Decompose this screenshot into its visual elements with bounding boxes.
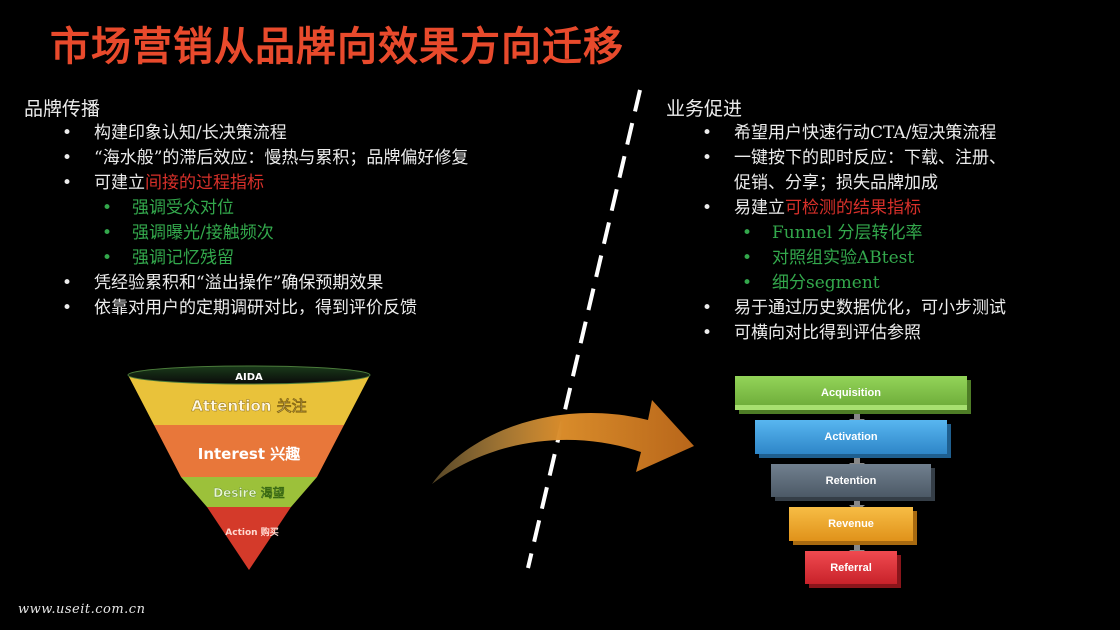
bullet-text: 对照组实验ABtest <box>772 248 915 268</box>
aarrr-step-acquisition: Acquisition <box>735 376 967 410</box>
aida-layer-interest <box>154 425 344 477</box>
aida-label-action: Action 购买 <box>225 526 278 538</box>
bullet-text: 一键按下的即时反应：下载、注册、 <box>734 148 1006 168</box>
page-title: 市场营销从品牌向效果方向迁移 <box>50 24 624 70</box>
aarrr-step-referral: Referral <box>805 551 897 584</box>
aida-layer-action <box>207 507 291 570</box>
aarrr-step-activation: Activation <box>755 420 947 454</box>
aida-top-label: AIDA <box>235 372 263 383</box>
sub-bullet-item: 强调记忆残留 <box>62 246 468 271</box>
right-bullet-list: 希望用户快速行动CTA/短决策流程一键按下的即时反应：下载、注册、促销、分享；损… <box>702 121 1006 346</box>
sub-bullet-item: Funnel 分层转化率 <box>702 221 1006 246</box>
bullet-text: “海水般”的滞后效应：慢热与累积；品牌偏好修复 <box>94 148 469 168</box>
sub-bullet-item: 强调曝光/接触频次 <box>62 221 468 246</box>
bullet-text: 强调曝光/接触频次 <box>132 223 274 243</box>
aida-label-desire: Desire 渴望 <box>213 485 285 500</box>
left-heading: 品牌传播 <box>24 98 101 120</box>
sub-bullet-item: 对照组实验ABtest <box>702 246 1006 271</box>
right-heading: 业务促进 <box>666 98 743 120</box>
bullet-item: “海水般”的滞后效应：慢热与累积；品牌偏好修复 <box>62 146 468 171</box>
bullet-text: 构建印象认知/长决策流程 <box>94 123 287 143</box>
bullet-text: 凭经验累积和“溢出操作”确保预期效果 <box>94 273 384 293</box>
bullet-item: 希望用户快速行动CTA/短决策流程 <box>702 121 1006 146</box>
bullet-text: 可建立 <box>94 173 145 193</box>
aida-label-interest: Interest 兴趣 <box>198 445 301 463</box>
bullet-item: 促销、分享；损失品牌加成 <box>702 171 1006 196</box>
aida-layer-attention <box>128 375 370 425</box>
bullet-text: 依靠对用户的定期调研对比，得到评价反馈 <box>94 298 417 318</box>
bullet-item: 可建立间接的过程指标 <box>62 171 468 196</box>
footer-url: www.useit.com.cn <box>18 602 146 617</box>
aida-funnel: AIDA Attention 关注 Interest 兴趣 Desire 渴望 … <box>127 365 371 570</box>
bullet-text: 希望用户快速行动CTA/短决策流程 <box>734 123 997 143</box>
bullet-text: 强调记忆残留 <box>132 248 234 268</box>
bullet-item: 构建印象认知/长决策流程 <box>62 121 468 146</box>
aarrr-step-retention: Retention <box>771 464 931 497</box>
bullet-item: 易建立可检测的结果指标 <box>702 196 1006 221</box>
bullet-item: 可横向对比得到评估参照 <box>702 321 1006 346</box>
sub-bullet-item: 强调受众对位 <box>62 196 468 221</box>
left-bullet-list: 构建印象认知/长决策流程“海水般”的滞后效应：慢热与累积；品牌偏好修复可建立间接… <box>62 121 468 321</box>
aida-layer-desire <box>181 477 317 507</box>
aida-label-attention: Attention 关注 <box>191 397 306 415</box>
bullet-text: 易建立 <box>734 198 785 218</box>
bullet-text: 细分segment <box>772 273 880 293</box>
bullet-text: Funnel 分层转化率 <box>772 223 923 243</box>
sub-bullet-item: 细分segment <box>702 271 1006 296</box>
bullet-item: 一键按下的即时反应：下载、注册、 <box>702 146 1006 171</box>
bullet-text: 强调受众对位 <box>132 198 234 218</box>
highlight-text: 可检测的结果指标 <box>785 198 921 218</box>
bullet-text: 促销、分享；损失品牌加成 <box>734 173 938 193</box>
bullet-item: 凭经验累积和“溢出操作”确保预期效果 <box>62 271 468 296</box>
bullet-item: 依靠对用户的定期调研对比，得到评价反馈 <box>62 296 468 321</box>
highlight-text: 间接的过程指标 <box>145 173 264 193</box>
aida-funnel-top <box>127 365 371 385</box>
bullet-text: 易于通过历史数据优化，可小步测试 <box>734 298 1006 318</box>
bullet-text: 可横向对比得到评估参照 <box>734 323 921 343</box>
aarrr-step-revenue: Revenue <box>789 507 913 541</box>
transition-arrow-icon <box>432 400 694 484</box>
dashed-divider <box>526 89 642 569</box>
bullet-item: 易于通过历史数据优化，可小步测试 <box>702 296 1006 321</box>
